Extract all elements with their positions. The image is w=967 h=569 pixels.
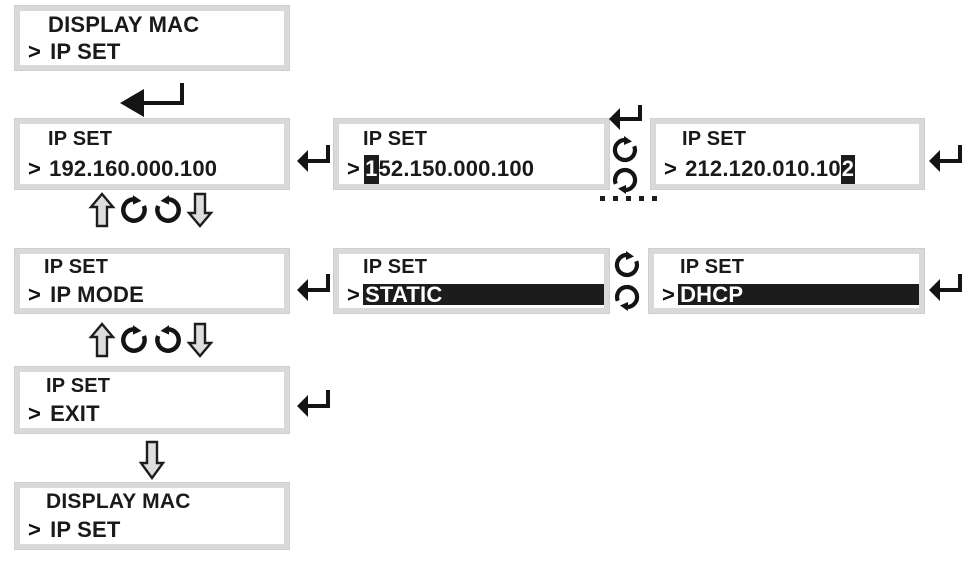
lcd-line-selection: > EXIT [20,400,284,428]
lcd-title-text: DISPLAY MAC [48,11,200,37]
lcd-screen-root-bottom: DISPLAY MAC > IP SET [14,482,290,550]
selection-caret: > [347,281,361,307]
lcd-line-selection: > IP SET [20,38,284,65]
lcd-title-text: IP SET [363,256,428,278]
lcd-title-text: DISPLAY MAC [46,490,191,513]
rotate-counterclockwise-icon [152,324,184,356]
lcd-title-text: IP SET [48,127,113,150]
lcd-screen-ip-mode: IP SET > IP MODE [14,248,290,314]
arrow-up-icon [88,192,116,228]
lcd-line-title: IP SET [656,124,919,154]
selection-caret: > [347,156,361,181]
rotate-clockwise-icon [610,135,640,165]
lcd-screen-ip-mode-static: IP SET > STATIC [333,248,610,314]
arrow-up-icon [88,322,116,358]
lcd-title-text: IP SET [44,256,109,278]
lcd-screen-root-top: DISPLAY MAC > IP SET [14,5,290,71]
enter-return-arrow-icon [928,143,966,177]
lcd-selection-text: IP SET [50,517,121,542]
lcd-screen-ip-address-edit-last: IP SET > 212.120.010.10 2 [650,118,925,190]
lcd-line-selection: > STATIC [339,281,604,308]
enter-return-arrow-icon [296,143,336,177]
lcd-line-title: IP SET [654,254,919,281]
lcd-line-title: DISPLAY MAC [20,488,284,516]
lcd-screen-ip-address-edit-first: IP SET > 1 52.150.000.100 [333,118,610,190]
rotate-clockwise-icon [118,324,150,356]
selection-caret: > [664,156,678,181]
lcd-selection-text: IP SET [50,38,121,64]
lcd-screen-ip-mode-dhcp: IP SET > DHCP [648,248,925,314]
lcd-line-selection: > 192.160.000.100 [20,154,284,184]
arrow-down-icon [138,440,166,480]
lcd-line-title: IP SET [339,124,604,154]
enter-return-arrow-icon [296,388,336,422]
lcd-screen-area: IP SET > DHCP [654,254,919,308]
rotate-clockwise-icon [612,250,642,280]
rotate-clockwise-icon [118,194,150,226]
lcd-line-title: IP SET [339,254,604,281]
arrow-down-icon [186,192,214,228]
selection-caret: > [28,517,42,542]
lcd-line-title: IP SET [20,124,284,154]
lcd-screen-area: IP SET > IP MODE [20,254,284,308]
selection-caret: > [28,401,42,426]
rotate-counterclockwise-icon [612,282,642,312]
lcd-title-text: IP SET [682,127,747,150]
ip-mode-option-static[interactable]: STATIC [363,282,604,307]
lcd-screen-area: IP SET > STATIC [339,254,604,308]
lcd-screen-area: IP SET > EXIT [20,372,284,428]
enter-return-arrow-icon [928,272,966,306]
lcd-screen-area: IP SET > 1 52.150.000.100 [339,124,604,184]
lcd-line-selection: > IP MODE [20,281,284,308]
selection-caret: > [662,281,676,307]
ellipsis-dots [600,196,657,201]
ip-mode-option-dhcp[interactable]: DHCP [678,282,919,307]
selection-caret: > [28,38,42,64]
lcd-screen-area: DISPLAY MAC > IP SET [20,488,284,544]
lcd-screen-area: DISPLAY MAC > IP SET [20,11,284,65]
lcd-line-selection: > IP SET [20,516,284,544]
lcd-screen-area: IP SET > 192.160.000.100 [20,124,284,184]
enter-return-arrow-icon [608,104,648,134]
enter-return-arrow-icon [296,272,336,306]
lcd-line-selection: > 212.120.010.10 2 [656,154,919,184]
lcd-line-selection: > DHCP [654,281,919,308]
ip-digit-highlighted[interactable]: 1 [364,154,379,184]
lcd-title-text: IP SET [46,374,111,397]
ip-digit-highlighted[interactable]: 2 [840,154,856,184]
lcd-selection-text: IP MODE [50,281,144,307]
lcd-line-selection: > 1 52.150.000.100 [339,154,604,184]
selection-caret: > [28,281,42,307]
selection-caret: > [28,156,42,181]
lcd-line-title: IP SET [20,372,284,400]
lcd-screen-exit: IP SET > EXIT [14,366,290,434]
lcd-title-text: IP SET [363,127,428,150]
lcd-line-title: IP SET [20,254,284,281]
arrow-down-icon [186,322,214,358]
lcd-screen-ip-address-current: IP SET > 192.160.000.100 [14,118,290,190]
lcd-screen-area: IP SET > 212.120.010.10 2 [656,124,919,184]
ip-address-remainder: 52.150.000.100 [378,156,535,181]
ip-address-value: 192.160.000.100 [49,156,218,181]
enter-return-arrow-icon [118,83,188,117]
ip-address-prefix: 212.120.010.10 [685,156,841,181]
lcd-title-text: IP SET [680,256,745,278]
lcd-selection-text: EXIT [50,401,100,426]
lcd-line-title: DISPLAY MAC [20,11,284,38]
rotate-counterclockwise-icon [610,165,640,195]
rotate-counterclockwise-icon [152,194,184,226]
